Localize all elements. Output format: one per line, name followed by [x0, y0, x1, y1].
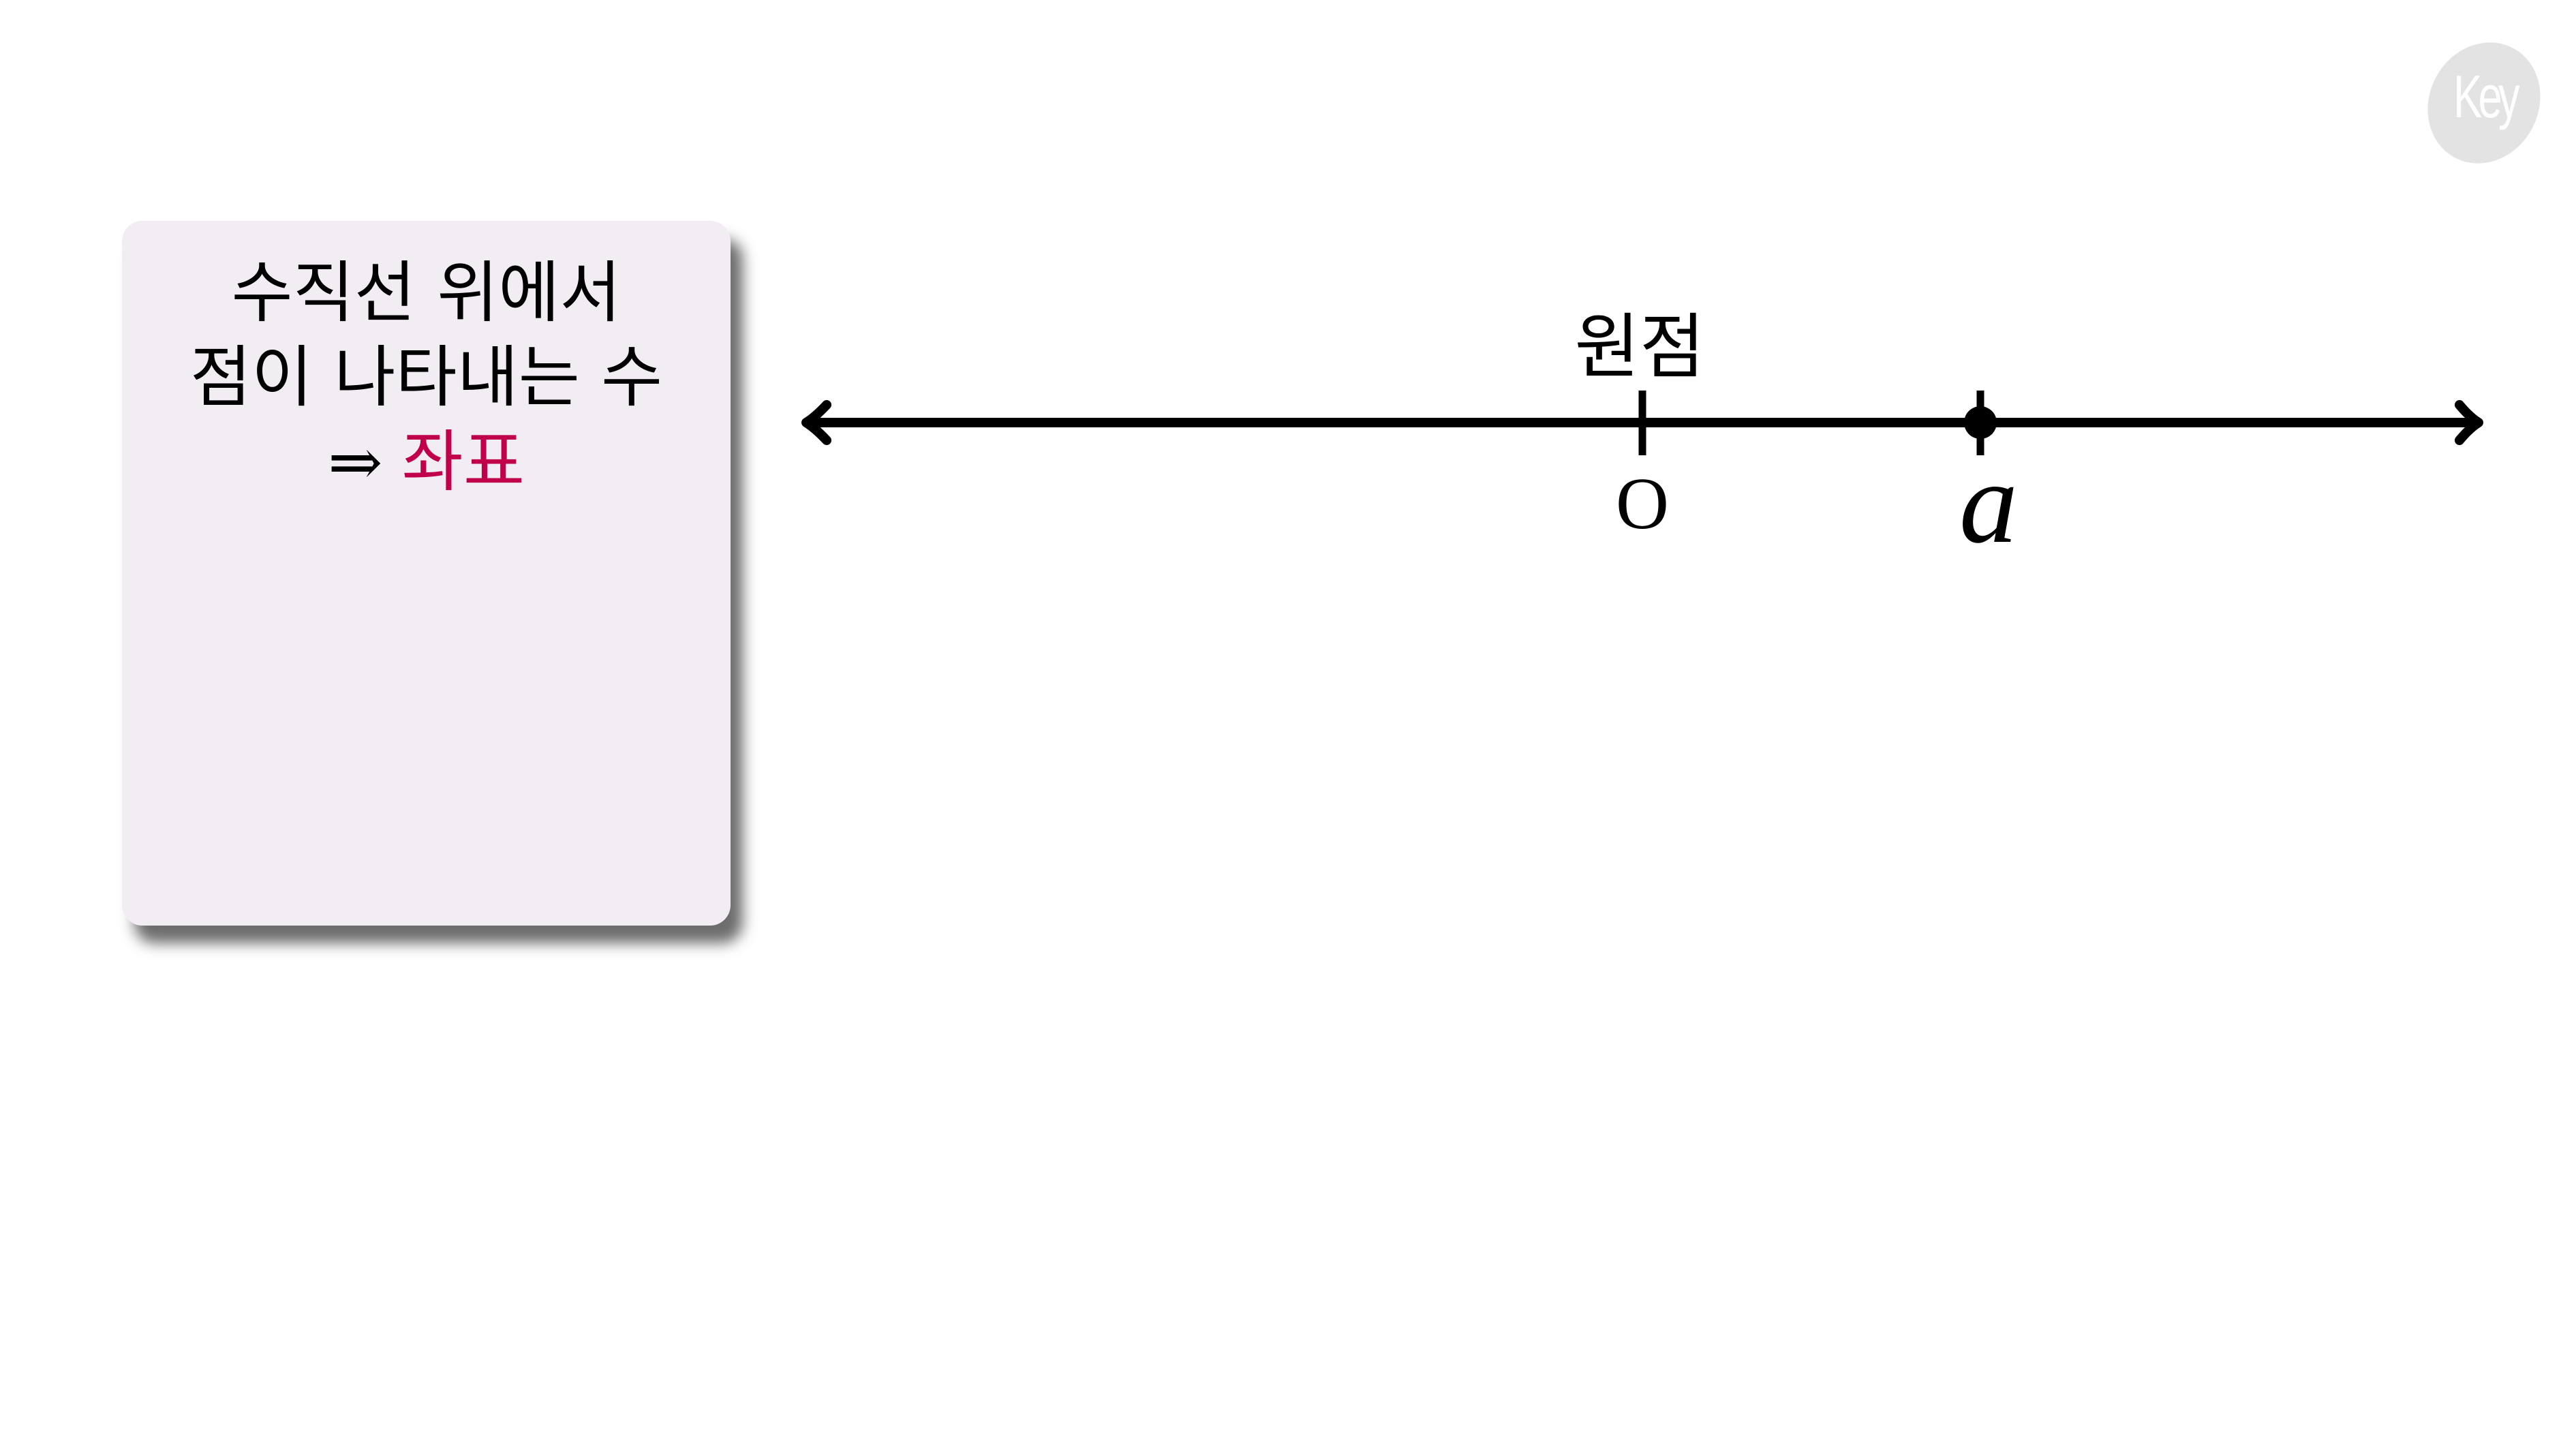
definition-line-1: 수직선 위에서	[231, 254, 622, 332]
implies-arrow-icon: ⇒	[328, 424, 383, 500]
origin-label: O	[1616, 463, 1669, 545]
point-a-dot	[1964, 406, 1997, 439]
origin-name-label: 원점	[1574, 305, 1705, 388]
definition-text: 수직선 위에서 점이 나타내는 수 ⇒좌표	[122, 251, 731, 504]
key-logo-text: Key	[2453, 63, 2520, 130]
point-a-label: a	[1959, 438, 2018, 568]
coordinate-term: 좌표	[401, 423, 525, 501]
left-arrowhead-icon	[801, 400, 831, 445]
right-arrowhead-icon	[2455, 400, 2483, 445]
definition-line-2: 점이 나타내는 수	[189, 339, 663, 416]
definition-conclusion: ⇒좌표	[122, 420, 731, 504]
definition-card: 수직선 위에서 점이 나타내는 수 ⇒좌표	[122, 221, 731, 926]
